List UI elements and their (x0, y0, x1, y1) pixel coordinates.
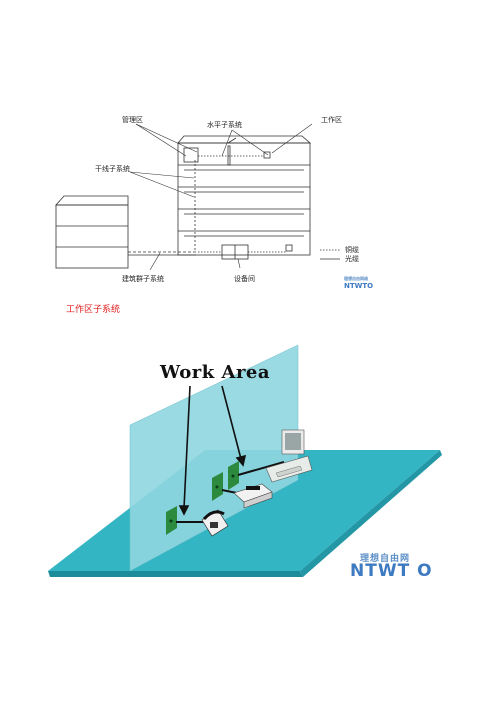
section-heading: 工作区子系统 (66, 305, 121, 315)
campus-building (55, 195, 129, 269)
watermark-small-cn: 理想自由网络 (344, 276, 368, 281)
label-horizontal-subsystem: 水平子系统 (207, 121, 242, 129)
label-equipment-room: 设备间 (234, 275, 255, 283)
printer (233, 483, 273, 509)
telephone (201, 509, 229, 537)
watermark-small-en: NTWTO (344, 282, 374, 290)
legend-fiber-label: 光缆 (345, 255, 359, 263)
faceplate-3 (228, 461, 239, 490)
label-work-area: 工作区 (321, 116, 342, 124)
building-cabling-diagram (55, 123, 340, 271)
faceplate-2 (212, 472, 223, 501)
label-campus-subsystem: 建筑群子系统 (122, 275, 164, 283)
watermark-large-cn: 理想自由网 (360, 554, 411, 564)
watermark-large-en: NTWT O (350, 561, 433, 581)
legend-copper-label: 铜缆 (345, 246, 359, 254)
label-backbone-subsystem: 干线子系统 (95, 165, 130, 173)
computer (265, 429, 313, 483)
work-area-title: Work Area (160, 362, 271, 383)
faceplate-1 (166, 506, 177, 535)
main-building (177, 135, 312, 260)
label-admin-area: 管理区 (122, 116, 143, 124)
